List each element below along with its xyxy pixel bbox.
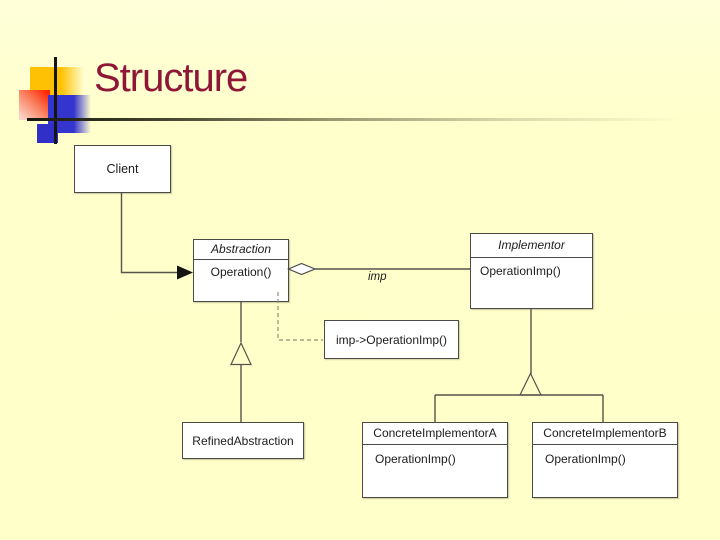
decor-blue-square-small	[37, 124, 58, 143]
note-text: imp->OperationImp()	[335, 332, 448, 347]
class-box-client: Client	[74, 145, 171, 193]
class-name-abstraction: Abstraction	[194, 240, 288, 260]
association-arrowhead-icon	[177, 265, 193, 280]
inheritance-triangle-abstraction-icon	[230, 341, 252, 366]
aggregation-diamond-icon	[286, 262, 317, 276]
method-operation: Operation()	[210, 265, 272, 279]
class-name-concrete-implementor-b: ConcreteImplementorB	[533, 423, 677, 445]
class-name-concrete-implementor-a: ConcreteImplementorA	[363, 423, 507, 445]
page-title: Structure	[94, 56, 248, 100]
class-box-concrete-implementor-b: ConcreteImplementorB OperationImp()	[532, 422, 678, 498]
inheritance-triangle-implementor-icon	[519, 372, 542, 396]
note-box: imp->OperationImp()	[324, 320, 459, 359]
aggregation-role-label: imp	[368, 271, 387, 283]
class-name-refined-abstraction: RefinedAbstraction	[192, 433, 294, 448]
class-name-implementor: Implementor	[471, 234, 592, 258]
class-box-concrete-implementor-a: ConcreteImplementorA OperationImp()	[362, 422, 508, 498]
client-association-line	[120, 193, 177, 274]
method-operationimp-b: OperationImp()	[545, 452, 626, 466]
decor-vertical-line	[54, 57, 57, 144]
class-box-refined-abstraction: RefinedAbstraction	[182, 422, 304, 459]
class-box-abstraction: Abstraction Operation()	[193, 239, 289, 302]
class-name-client: Client	[106, 162, 139, 176]
method-operationimp-a: OperationImp()	[375, 452, 456, 466]
title-underline	[27, 118, 718, 121]
decor-red-square	[19, 90, 50, 120]
method-operationimp: OperationImp()	[480, 264, 561, 278]
class-box-implementor: Implementor OperationImp()	[470, 233, 593, 309]
